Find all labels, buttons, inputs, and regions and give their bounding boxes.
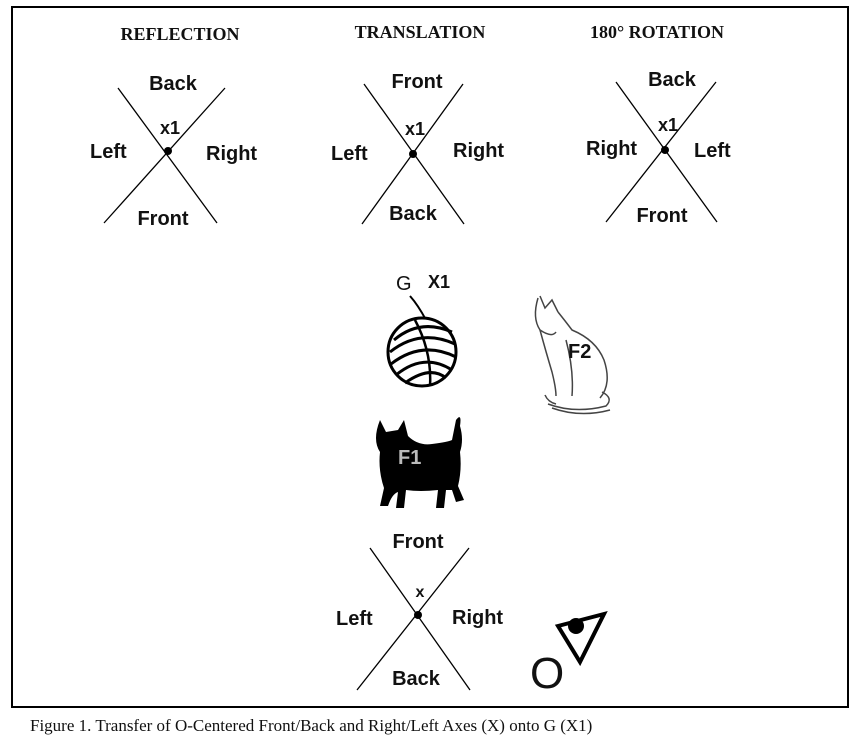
rotation-label-right: Left — [694, 140, 731, 162]
observer-label-bottom: Back — [392, 668, 441, 690]
figure-frame — [11, 6, 849, 708]
translation-axes: Front x1 Left Right Back — [331, 71, 504, 225]
reflection-label-bottom: Front — [137, 208, 188, 230]
translation-label-right: Right — [453, 140, 504, 162]
reflection-label-top: Back — [149, 73, 198, 95]
observer-label: O — [530, 649, 564, 698]
translation-label-left: Left — [331, 143, 368, 165]
reflection-label-left: Left — [90, 141, 127, 163]
rotation-label-top: Back — [648, 69, 697, 91]
translation-label-point: x1 — [405, 119, 425, 139]
observer-label-top: Front — [392, 531, 443, 553]
header-translation: TRANSLATION — [355, 22, 486, 42]
ball-label-point: X1 — [428, 272, 450, 292]
rotation-label-bottom: Front — [636, 205, 687, 227]
rotation-label-left: Right — [586, 138, 637, 160]
outline-cat-label: F2 — [568, 341, 591, 363]
eye-icon — [554, 610, 608, 667]
rotation-axes: Back x1 Right Left Front — [586, 69, 731, 227]
translation-label-bottom: Back — [389, 203, 438, 225]
reflection-label-right: Right — [206, 143, 257, 165]
black-cat-illustration: F1 — [376, 417, 464, 508]
observer-label-point: x — [416, 584, 425, 601]
reflection-axes: Back x1 Left Right Front — [90, 73, 257, 230]
observer-label-right: Right — [452, 607, 503, 629]
observer-illustration: O — [530, 610, 608, 698]
rotation-center-dot — [661, 146, 669, 154]
outline-cat-illustration: F2 — [534, 295, 611, 415]
figure-caption: Figure 1. Transfer of O-Centered Front/B… — [30, 716, 592, 735]
reflection-label-point: x1 — [160, 118, 180, 138]
observer-center-dot — [414, 611, 422, 619]
yarn-ball-illustration: G X1 — [386, 272, 458, 388]
header-rotation: 180° ROTATION — [590, 22, 724, 42]
header-reflection: REFLECTION — [120, 24, 239, 44]
observer-label-left: Left — [336, 608, 373, 630]
observer-axes: Front x Left Right Back — [336, 531, 503, 691]
translation-center-dot — [409, 150, 417, 158]
ball-label-g: G — [396, 273, 412, 295]
translation-label-top: Front — [391, 71, 442, 93]
rotation-label-point: x1 — [658, 115, 678, 135]
reflection-center-dot — [164, 147, 172, 155]
black-cat-label: F1 — [398, 447, 421, 469]
